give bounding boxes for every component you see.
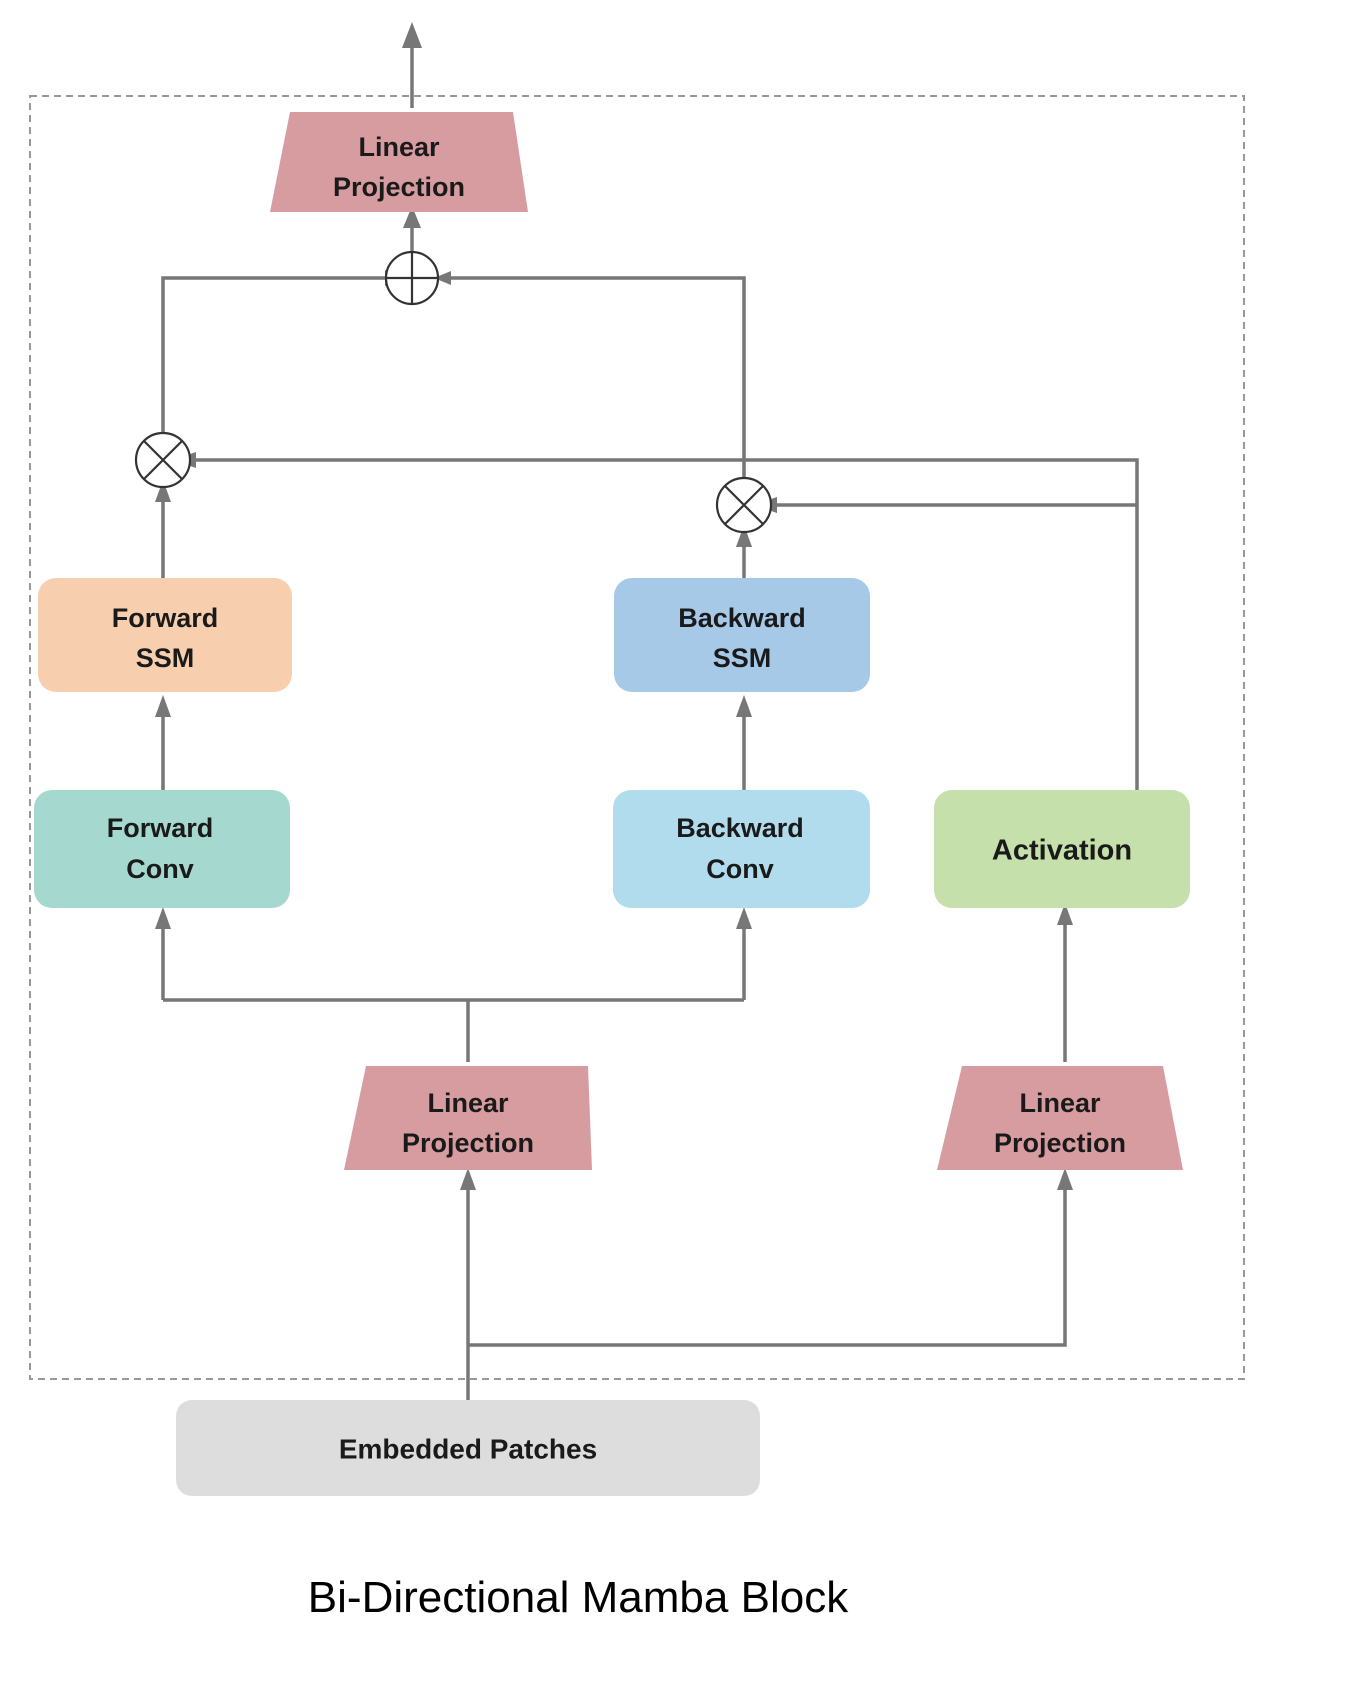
forward-ssm-label-line1: Forward: [112, 603, 219, 633]
linear-projection-right-label-line2: Projection: [994, 1128, 1126, 1158]
linear-projection-right-label-line1: Linear: [1019, 1088, 1101, 1118]
diagram-caption: Bi-Directional Mamba Block: [308, 1573, 849, 1622]
backward-conv-label-line1: Backward: [676, 813, 804, 843]
multiply-operator-right[interactable]: [715, 476, 773, 534]
mamba-block-dashed-border: [29, 95, 1245, 1380]
forward-ssm-label-line2: SSM: [136, 643, 195, 673]
forward-conv-label-line1: Forward: [107, 813, 214, 843]
node-backward-ssm[interactable]: Backward SSM: [614, 578, 870, 692]
linear-projection-out-label-line2: Projection: [333, 172, 465, 202]
node-embedded-patches[interactable]: Embedded Patches: [176, 1400, 760, 1496]
linear-projection-left-label-line1: Linear: [427, 1088, 509, 1118]
arrowhead-left-linear-in: [460, 1168, 476, 1190]
wire-activation-to-mul-left: [190, 458, 1139, 790]
node-linear-projection-out[interactable]: Linear Projection: [270, 112, 528, 212]
node-activation[interactable]: Activation: [934, 790, 1190, 908]
embedded-patches-shape: [176, 1400, 760, 1496]
embedded-patches-label: Embedded Patches: [339, 1433, 597, 1464]
arrowhead-mul-left-in: [155, 480, 171, 502]
arrowhead-right-linear-in: [1057, 1168, 1073, 1190]
forward-ssm-shape: [38, 578, 292, 692]
mul-left-diag2: [143, 440, 183, 480]
backward-conv-shape: [613, 790, 870, 908]
backward-ssm-shape: [614, 578, 870, 692]
linear-projection-left-label-line2: Projection: [402, 1128, 534, 1158]
arrowhead-block-output: [402, 22, 422, 48]
addition-operator[interactable]: [384, 250, 440, 306]
arrowhead-backward-conv-in: [736, 907, 752, 929]
node-linear-projection-left[interactable]: Linear Projection: [344, 1066, 592, 1170]
arrowhead-output-linear-in: [403, 206, 421, 228]
wire-patches-to-right-linear: [468, 1184, 1067, 1347]
node-backward-conv[interactable]: Backward Conv: [613, 790, 870, 908]
wire-mul-left-to-add: [161, 276, 390, 441]
multiply-operator-left[interactable]: [134, 431, 192, 489]
arrowhead-add-in-right: [434, 271, 451, 285]
linear-projection-out-shape: [270, 112, 528, 212]
linear-projection-out-label-line1: Linear: [358, 132, 440, 162]
backward-ssm-label-line2: SSM: [713, 643, 772, 673]
forward-conv-shape: [34, 790, 290, 908]
activation-label: Activation: [992, 835, 1132, 867]
activation-shape: [934, 790, 1190, 908]
arrowhead-mul-right-in: [736, 525, 752, 547]
arrowhead-forward-conv-in: [155, 907, 171, 929]
arrowhead-backward-ssm-in: [736, 695, 752, 717]
wire-group: [155, 22, 1139, 1400]
arrowhead-activation-in: [1057, 903, 1073, 925]
backward-ssm-label-line1: Backward: [678, 603, 806, 633]
forward-conv-label-line2: Conv: [126, 854, 194, 884]
mul-right-diag2: [724, 485, 764, 525]
linear-projection-left-shape: [344, 1066, 592, 1170]
backward-conv-label-line2: Conv: [706, 854, 774, 884]
linear-projection-right-shape: [937, 1066, 1183, 1170]
node-forward-conv[interactable]: Forward Conv: [34, 790, 290, 908]
arrowhead-forward-ssm-in: [155, 695, 171, 717]
node-forward-ssm[interactable]: Forward SSM: [38, 578, 292, 692]
node-linear-projection-right[interactable]: Linear Projection: [937, 1066, 1183, 1170]
wire-mul-right-to-add: [437, 276, 746, 486]
